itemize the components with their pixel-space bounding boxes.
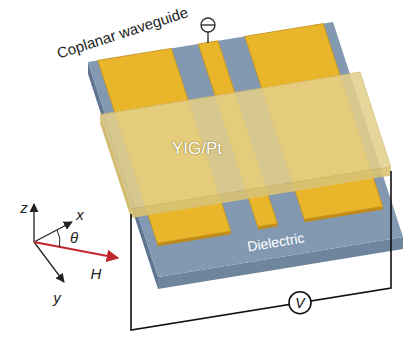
- field-label: H: [91, 266, 102, 281]
- coordinate-axes: [34, 204, 118, 282]
- yig-pt-slab: [100, 72, 391, 218]
- voltmeter-label: V: [295, 296, 304, 310]
- dielectric-substrate: [88, 22, 403, 289]
- axis-label: x: [76, 207, 84, 222]
- port-symbol: [201, 18, 215, 43]
- axis-label: y: [53, 290, 61, 305]
- axis-label: z: [20, 200, 28, 215]
- voltmeter-wires: [131, 171, 391, 330]
- part-label: YIG/Pt: [172, 140, 222, 157]
- angle-label: θ: [70, 230, 78, 245]
